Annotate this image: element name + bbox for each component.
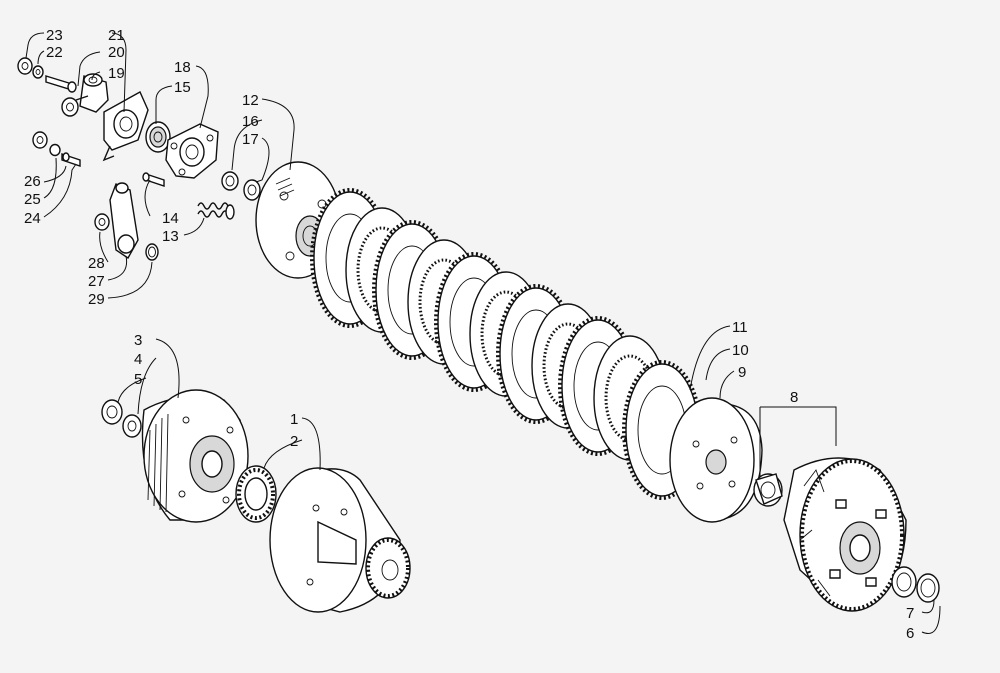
part-one-way-clutch-2 [235, 465, 277, 523]
part-oring-29 [145, 243, 159, 261]
part-nut-23 [17, 57, 33, 75]
part-screw-24-26 [32, 131, 81, 167]
label-6: 6 [906, 625, 914, 642]
part-labels: 23 22 21 20 19 18 15 12 16 17 26 25 24 1… [24, 27, 914, 642]
part-washer-28 [94, 213, 110, 231]
label-4: 4 [134, 351, 142, 368]
label-9: 9 [738, 364, 746, 381]
part-bolt-21 [45, 75, 77, 93]
part-clutch-drum-1 [269, 467, 411, 613]
label-2: 2 [290, 433, 298, 450]
part-circlip-6 [916, 573, 940, 603]
part-collar-8 [753, 473, 783, 507]
part-springs-13 [197, 202, 235, 220]
part-washer-4 [122, 414, 142, 438]
label-16: 16 [242, 113, 259, 130]
part-lifter-plate-15 [165, 123, 219, 179]
part-clutch-center-9 [669, 397, 763, 523]
label-14: 14 [162, 210, 179, 227]
label-18: 18 [174, 59, 191, 76]
part-nut-5 [101, 399, 123, 425]
label-22: 22 [46, 44, 63, 61]
label-27: 27 [88, 273, 105, 290]
label-28: 28 [88, 255, 105, 272]
label-24: 24 [24, 210, 41, 227]
part-washer-7 [891, 566, 917, 598]
label-13: 13 [162, 228, 179, 245]
label-3: 3 [134, 332, 142, 349]
part-release-lever-27 [109, 172, 165, 260]
label-1: 1 [290, 411, 298, 428]
part-centrifugal-clutch-3 [141, 389, 249, 523]
label-29: 29 [88, 291, 105, 308]
label-19: 19 [108, 65, 125, 82]
leader-lines [25, 32, 941, 634]
part-bearing-18 [145, 121, 171, 153]
label-17: 17 [242, 131, 259, 148]
part-washer-17 [243, 179, 261, 201]
part-clutch-plate-stack [310, 188, 702, 500]
label-7: 7 [906, 605, 914, 622]
label-5: 5 [134, 371, 142, 388]
part-clutch-housing-8 [783, 457, 907, 612]
part-release-cam-19 [102, 91, 149, 162]
label-10: 10 [732, 342, 749, 359]
label-25: 25 [24, 191, 41, 208]
label-21: 21 [108, 27, 125, 44]
part-bearing-housing-20 [61, 73, 109, 117]
label-12: 12 [242, 92, 259, 109]
label-26: 26 [24, 173, 41, 190]
label-8: 8 [790, 389, 798, 406]
part-washer-16 [221, 171, 239, 191]
label-15: 15 [174, 79, 191, 96]
label-11: 11 [732, 319, 748, 336]
label-23: 23 [46, 27, 63, 44]
part-washer-22 [32, 65, 44, 79]
label-20: 20 [108, 44, 125, 61]
